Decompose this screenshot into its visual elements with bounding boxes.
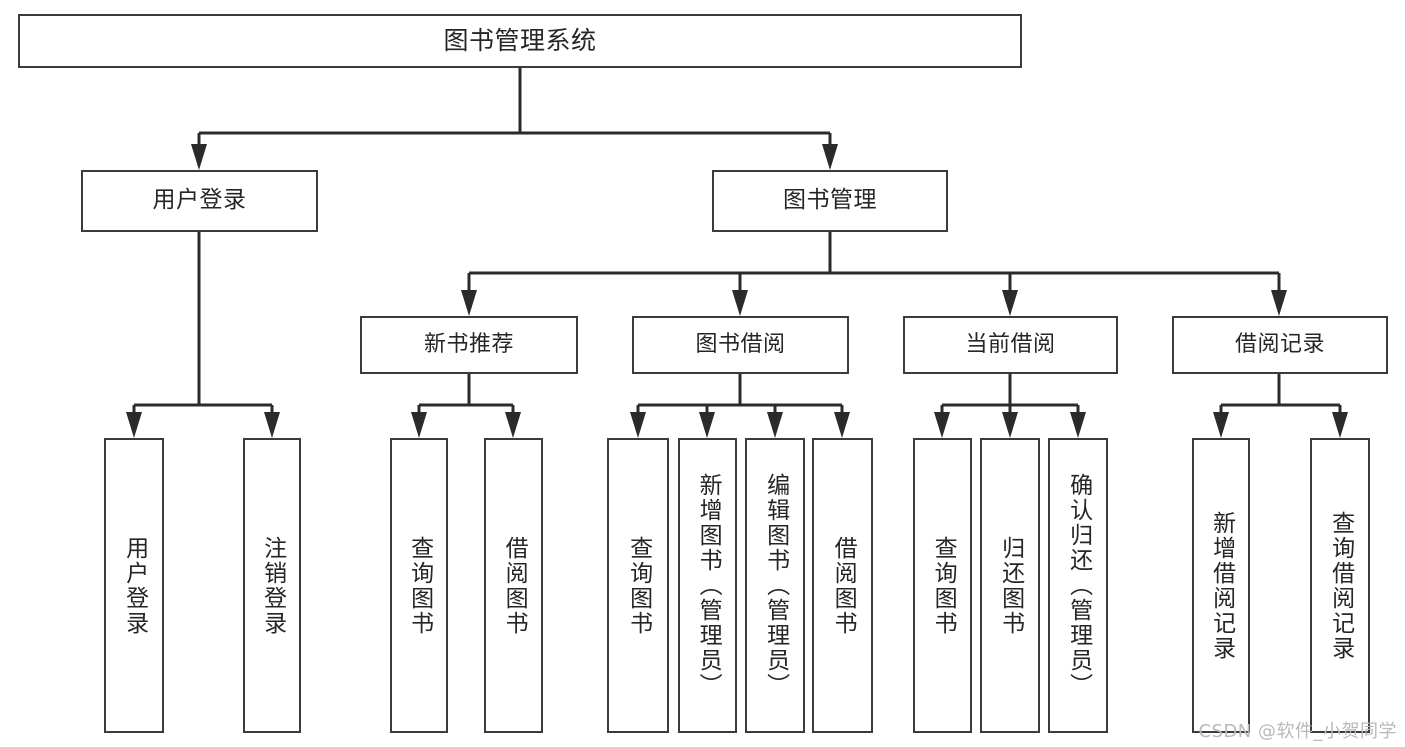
leaf-edit-book[interactable]: 编辑图书（管理员） (745, 438, 805, 733)
node-current-borrow[interactable]: 当前借阅 (903, 316, 1118, 374)
node-user-login[interactable]: 用户登录 (81, 170, 318, 232)
node-current-borrow-label: 当前借阅 (965, 331, 1056, 357)
leaf-edit-book-label: 编辑图书（管理员） (762, 473, 789, 698)
leaf-query-book-1-label: 查询图书 (406, 535, 433, 636)
leaf-return-book[interactable]: 归还图书 (980, 438, 1040, 733)
leaf-borrow-book-2[interactable]: 借阅图书 (812, 438, 873, 733)
leaf-query-book-2-label: 查询图书 (625, 535, 652, 636)
node-book-manage[interactable]: 图书管理 (712, 170, 948, 232)
leaf-query-record[interactable]: 查询借阅记录 (1310, 438, 1370, 733)
node-book-manage-label: 图书管理 (783, 187, 877, 214)
leaf-query-record-label: 查询借阅记录 (1327, 510, 1354, 661)
node-book-borrow[interactable]: 图书借阅 (632, 316, 849, 374)
leaf-logout-label: 注销登录 (259, 535, 286, 636)
node-borrow-record[interactable]: 借阅记录 (1172, 316, 1388, 374)
leaf-borrow-book-1-label: 借阅图书 (501, 535, 528, 636)
node-new-book-recommend-label: 新书推荐 (423, 331, 514, 357)
leaf-add-record-label: 新增借阅记录 (1208, 510, 1235, 661)
leaf-return-book-label: 归还图书 (997, 535, 1024, 636)
node-book-borrow-label: 图书借阅 (695, 331, 786, 357)
leaf-add-record[interactable]: 新增借阅记录 (1192, 438, 1250, 733)
node-new-book-recommend[interactable]: 新书推荐 (360, 316, 578, 374)
leaf-borrow-book-2-label: 借阅图书 (830, 535, 857, 636)
leaf-query-book-3[interactable]: 查询图书 (913, 438, 972, 733)
leaf-user-login[interactable]: 用户登录 (104, 438, 164, 733)
leaf-query-book-2[interactable]: 查询图书 (607, 438, 669, 733)
leaf-query-book-3-label: 查询图书 (930, 535, 957, 636)
node-book-management-system[interactable]: 图书管理系统 (18, 14, 1022, 68)
leaf-confirm-return-label: 确认归还（管理员） (1065, 473, 1092, 698)
leaf-borrow-book-1[interactable]: 借阅图书 (484, 438, 543, 733)
node-root-label: 图书管理系统 (443, 26, 597, 55)
leaf-user-login-label: 用户登录 (121, 535, 148, 636)
leaf-confirm-return[interactable]: 确认归还（管理员） (1048, 438, 1108, 733)
node-user-login-label: 用户登录 (152, 187, 247, 214)
node-borrow-record-label: 借阅记录 (1234, 331, 1325, 357)
leaf-add-book-label: 新增图书（管理员） (695, 473, 722, 698)
leaf-add-book[interactable]: 新增图书（管理员） (678, 438, 737, 733)
leaf-logout[interactable]: 注销登录 (243, 438, 301, 733)
leaf-query-book-1[interactable]: 查询图书 (390, 438, 448, 733)
